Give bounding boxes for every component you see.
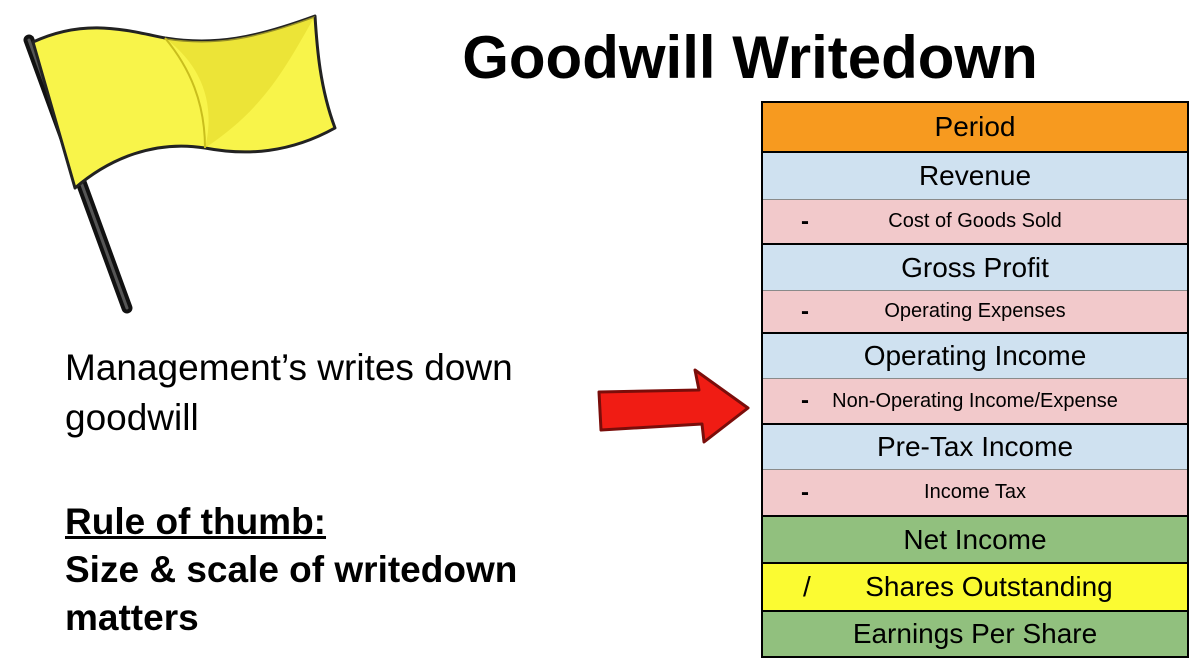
rule-of-thumb-heading: Rule of thumb: [65, 501, 327, 542]
row-label: Income Tax [924, 481, 1026, 503]
divide-operator: / [803, 571, 811, 602]
description-text: Management’s writes down goodwill [65, 347, 513, 438]
row-operating-expenses: - Operating Expenses [763, 291, 1187, 334]
row-cogs: - Cost of Goods Sold [763, 200, 1187, 245]
minus-operator: - [801, 297, 809, 325]
rule-of-thumb-text: Size & scale of writedown matters [65, 549, 518, 638]
yellow-flag-icon [23, 14, 337, 314]
row-net-income: Net Income [763, 517, 1187, 564]
row-label: Revenue [918, 160, 1032, 191]
row-label: Shares Outstanding [865, 571, 1113, 602]
row-period: Period [763, 103, 1187, 153]
slide-title: Goodwill Writedown [462, 24, 1038, 91]
row-pre-tax-income: Pre-Tax Income [763, 425, 1187, 470]
income-statement-table: Period Revenue - Cost of Goods Sold Gros… [761, 101, 1189, 658]
row-operating-income: Operating Income [763, 334, 1187, 379]
row-label: Gross Profit [901, 251, 1049, 283]
row-label: Operating Expenses [884, 300, 1066, 322]
row-non-operating: - Non-Operating Income/Expense [763, 379, 1187, 425]
row-label: Earnings Per Share [852, 618, 1098, 649]
row-label: Pre-Tax Income [876, 431, 1074, 462]
minus-operator: - [801, 207, 809, 235]
row-label: Cost of Goods Sold [888, 210, 1062, 232]
row-eps: Earnings Per Share [763, 612, 1187, 656]
row-label: Operating Income [863, 340, 1087, 371]
row-label: Non-Operating Income/Expense [832, 389, 1118, 412]
row-gross-profit: Gross Profit [763, 245, 1187, 291]
red-arrow-icon [597, 368, 750, 444]
minus-operator: - [801, 478, 809, 506]
minus-operator: - [801, 387, 809, 414]
row-income-tax: - Income Tax [763, 470, 1187, 517]
row-label: Period [934, 111, 1016, 142]
rule-of-thumb: Rule of thumb: Size & scale of writedown… [65, 498, 605, 642]
row-label: Net Income [903, 523, 1047, 555]
row-revenue: Revenue [763, 153, 1187, 200]
row-shares-outstanding: / Shares Outstanding [763, 564, 1187, 612]
